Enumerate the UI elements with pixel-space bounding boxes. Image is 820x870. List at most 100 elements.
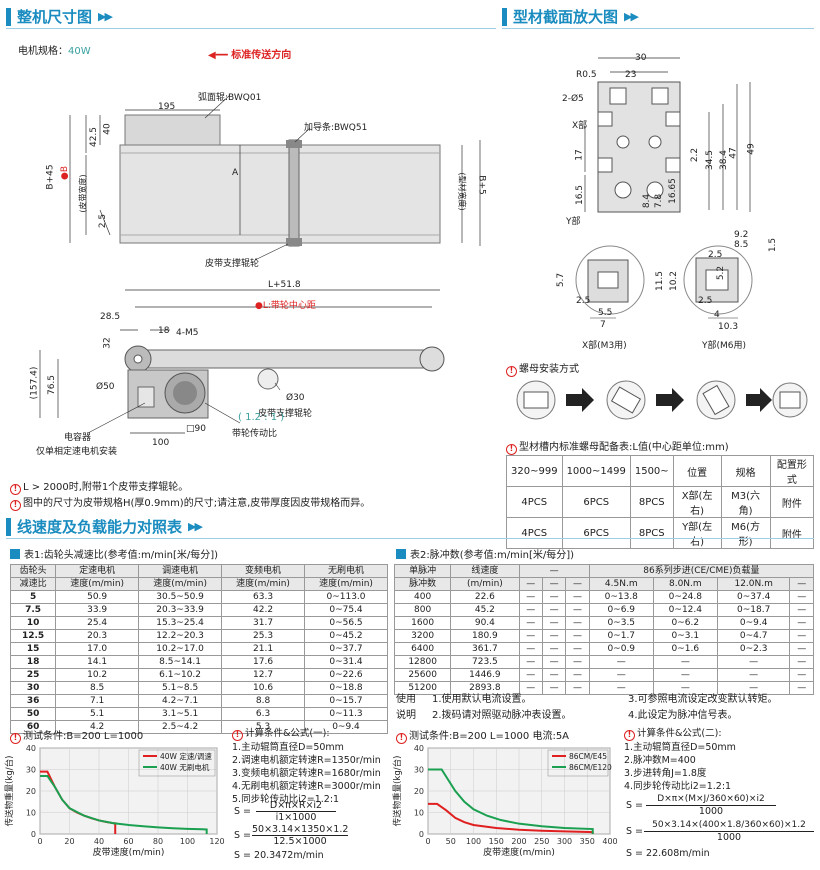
table-cell: 0~1.6 (652, 642, 718, 656)
table-cell: 0~56.5 (304, 616, 388, 630)
side-support-roller-label: 皮带支撑辊轮 (258, 409, 313, 419)
nut-th: 配置形式 (769, 455, 815, 487)
t1-th: 速度(m/min) (55, 577, 140, 591)
table-cell: — (565, 642, 590, 656)
dim-d30: Ø30 (286, 393, 305, 403)
y-detail-d2-5b: 2.5 (698, 296, 713, 306)
ratio-value: ( 1.2 : 1 ) (238, 412, 285, 423)
profile-d17: 17 (574, 149, 585, 161)
x-tick-label: 250 (534, 837, 549, 846)
dim-A: A (232, 168, 239, 178)
profile-d7-8: 7.8 (654, 193, 665, 209)
table-cell: 51200 (393, 681, 452, 695)
nut-method-title: !螺母安装方式 (506, 360, 579, 377)
dim-32: 32 (102, 337, 113, 349)
table-cell: 180.9 (450, 629, 520, 643)
table-cell: — (541, 616, 567, 630)
table-cell: 1600 (393, 616, 452, 630)
y-detail-d5-2: 5.2 (716, 265, 727, 281)
table1-header-bottom: 减速比 速度(m/min) 速度(m/min) 速度(m/min) 速度(m/m… (9, 577, 388, 591)
motor-spec-label: 电机规格： (18, 46, 68, 57)
y-tick-label: 20 (26, 787, 36, 796)
table-cell: 0~75.4 (304, 603, 388, 617)
chart1-condition-text: 测试条件:B=200 L=1000 (23, 731, 144, 742)
table-cell: — (789, 616, 814, 630)
x-tick-label: 50 (446, 837, 456, 846)
y-detail-d2-5: 2.5 (708, 250, 723, 260)
table-cell: 4.2~7.1 (138, 694, 223, 708)
x-tick-label: 40 (94, 837, 104, 846)
warning-icon: ! (10, 733, 21, 744)
legend-box (547, 749, 609, 777)
formula-line: 2.脉冲数M=400 (624, 755, 696, 766)
table-cell: — (565, 668, 590, 682)
table1-header-top: 齿轮头 定速电机 调速电机 变频电机 无刷电机 (9, 564, 388, 578)
double-arrow-icon: ▶▶ (624, 10, 639, 23)
table-cell: — (518, 642, 543, 656)
table-cell: 60 (9, 720, 57, 734)
section-speed-title: 线速度及负载能力对照表 ▶▶ (6, 516, 203, 537)
dim-d50: Ø50 (96, 382, 115, 392)
table-cell: 10 (9, 616, 57, 630)
chart1-condition: !测试条件:B=200 L=1000 (10, 727, 143, 744)
table-cell: 12.7 (221, 668, 306, 682)
section-dimensions-title: 整机尺寸图 ▶▶ (6, 6, 113, 27)
x-tick-label: 120 (209, 837, 224, 846)
table-cell: — (789, 668, 814, 682)
table-cell: 0~31.4 (304, 655, 388, 669)
table-cell: 15 (9, 642, 57, 656)
formula2-den1: 1000 (698, 806, 724, 817)
y-detail-d10-2: 10.2 (669, 270, 680, 292)
usage-label: 说明 (396, 710, 416, 721)
ratio-label: 带轮传动比 (232, 429, 278, 439)
x-tick-label: 100 (180, 837, 195, 846)
t2-th: 单脉冲 (393, 564, 452, 578)
formula2-num1: D×π×(M×J/360×60)×i2 (646, 794, 776, 806)
t2-th: 线速度 (450, 564, 520, 578)
table-cell: 10.2~17.0 (138, 642, 223, 656)
y-detail-d1-5: 1.5 (768, 237, 779, 253)
table-cell: — (565, 616, 590, 630)
x-tick-label: 350 (580, 837, 595, 846)
table-cell: 6400 (393, 642, 452, 656)
t2-th: 4.5N.m (588, 577, 654, 591)
warning-icon: ! (624, 730, 635, 741)
profile-holes: 2-Ø5 (562, 94, 584, 104)
nut-td: Y部(左右) (672, 517, 722, 549)
table-cell: — (518, 629, 543, 643)
profile-d16-5: 16.5 (575, 184, 586, 206)
table-cell: 5.1~8.5 (138, 681, 223, 695)
legend-label: 40W 无刷电机 (160, 762, 210, 772)
table-cell: 0~12.4 (652, 603, 718, 617)
table-cell: 0~6.2 (652, 616, 718, 630)
table-cell: — (541, 668, 567, 682)
x-detail-d2-5: 2.5 (576, 296, 591, 306)
table-cell: — (652, 681, 718, 695)
x-detail-d5-7: 5.7 (556, 272, 567, 288)
table1-title-text: 表1:齿轮头减速比(参考值:m/min[米/每分]) (24, 550, 219, 561)
t1-th: 无刷电机 (304, 564, 388, 578)
dim-l-center: ●L:带轮中心距 (255, 298, 316, 311)
table-cell: 33.9 (55, 603, 140, 617)
dim-195: 195 (158, 102, 176, 112)
y-detail-d8-5: 8.5 (734, 240, 749, 250)
table-cell: 800 (393, 603, 452, 617)
table-cell: 6.1~10.2 (138, 668, 223, 682)
table-cell: 0~113.0 (304, 590, 388, 604)
table2-header-top: 单脉冲 线速度 — 86系列步进(CE/CME)负载量 (393, 564, 815, 578)
y-tick-label: 30 (414, 766, 424, 775)
legend-box (138, 749, 216, 777)
nut-td: 4PCS (506, 517, 563, 549)
profile-d16-65: 16.65 (667, 178, 678, 204)
t2-th: — (565, 577, 590, 591)
table-cell: 50 (9, 707, 57, 721)
table-cell: — (716, 655, 791, 669)
table2-header-bottom: 脉冲数 (m/min) — — — 4.5N.m 8.0N.m 12.0N.m … (393, 577, 814, 591)
profile-detail-drawing (575, 245, 753, 319)
legend-label: 86CM/E120 (569, 763, 612, 772)
formula2-title: !计算条件&公式(二): (624, 727, 819, 741)
